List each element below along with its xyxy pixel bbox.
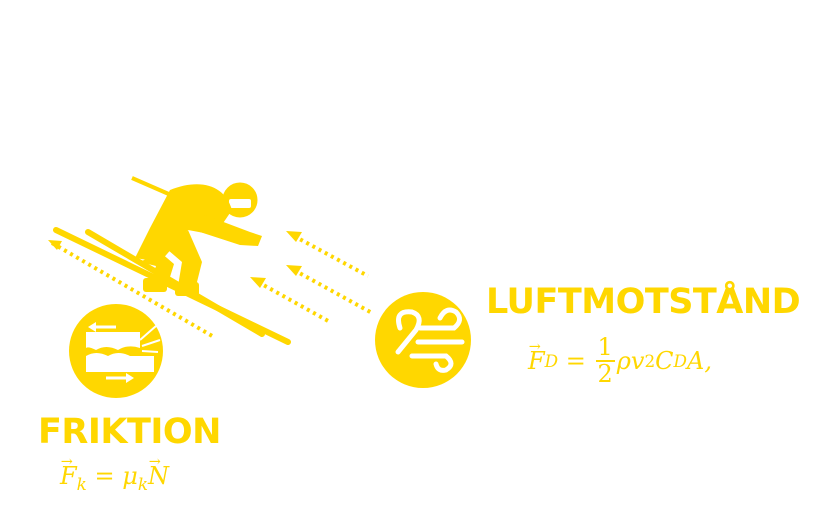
friction-normal-force: N <box>148 454 169 490</box>
drag-title: LUFTMOTSTÅND <box>486 282 801 322</box>
friction-force-subscript: k <box>76 473 87 494</box>
drag-area: A, <box>686 347 712 375</box>
friction-force-symbol: F <box>60 454 77 490</box>
friction-equals: = <box>86 462 123 490</box>
skier-icon <box>53 176 291 345</box>
air-flow-arrow-head <box>250 277 266 288</box>
air-flow-arrow-head <box>286 265 302 276</box>
wind-icon <box>375 292 471 388</box>
drag-fraction: 1 2 <box>595 332 615 388</box>
motion-line <box>50 241 216 339</box>
drag-equals: = <box>558 347 594 375</box>
friction-mu: μ <box>122 462 138 490</box>
friction-title: FRIKTION <box>38 412 221 452</box>
motion-arrow-head <box>48 240 62 250</box>
friction-formula: Fk = μkN <box>60 454 169 494</box>
drag-fraction-denominator: 2 <box>597 360 613 388</box>
drag-coefficient-subscript: D <box>673 351 687 371</box>
drag-force-subscript: D <box>544 351 559 371</box>
drag-force-symbol: F <box>528 339 545 375</box>
drag-rho-v: ρv <box>616 347 645 375</box>
air-flow-arrow <box>257 234 373 324</box>
friction-icon <box>69 304 163 398</box>
air-flow-arrow-head <box>286 231 302 242</box>
drag-fraction-numerator: 1 <box>595 332 615 362</box>
friction-mu-subscript: k <box>137 473 148 494</box>
drag-coefficient: C <box>655 347 674 375</box>
drag-velocity-exponent: 2 <box>644 351 656 371</box>
